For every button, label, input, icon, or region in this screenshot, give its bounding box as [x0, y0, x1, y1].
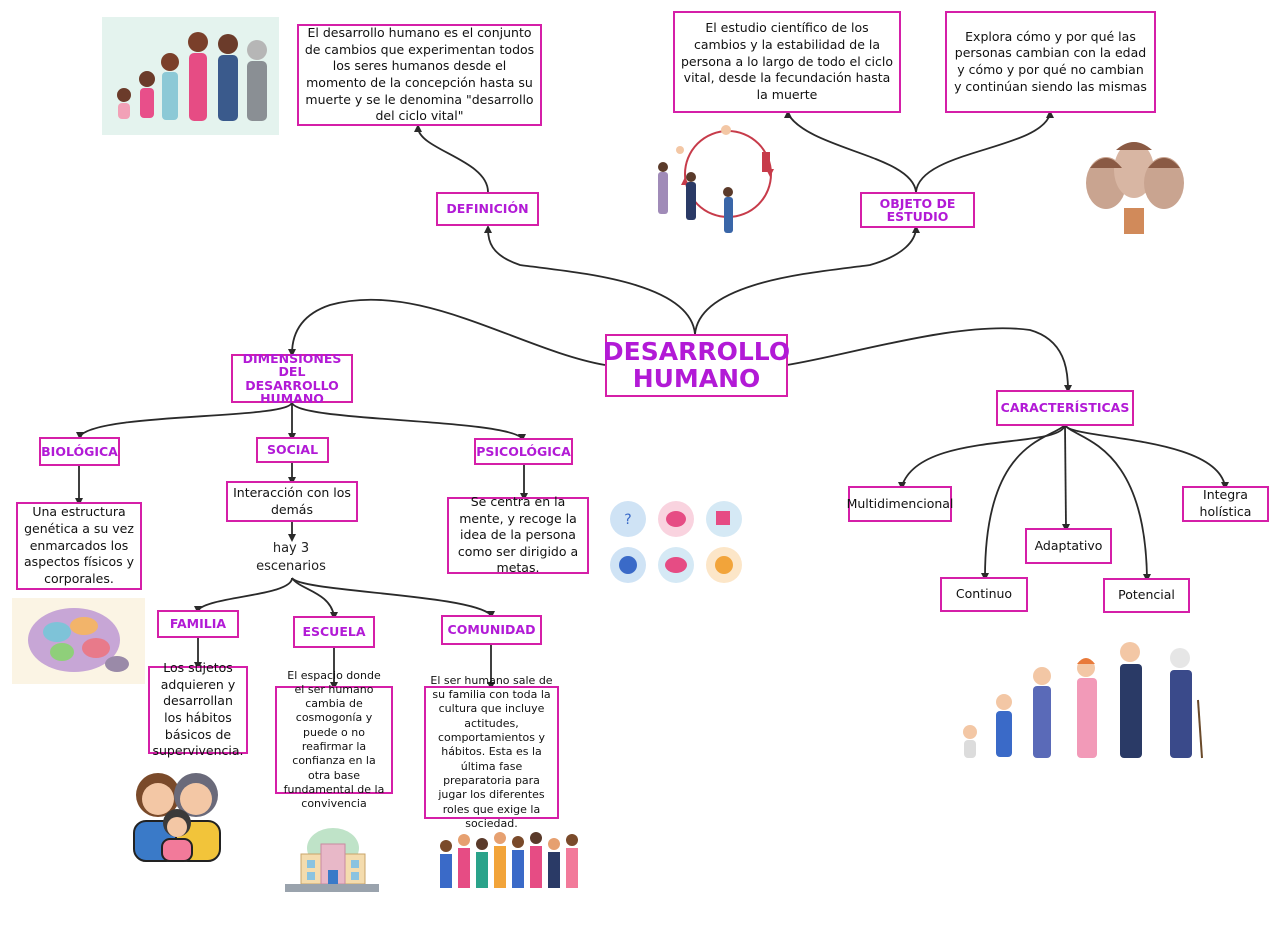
caracteristica-label: Integra holística — [1199, 487, 1252, 519]
caracteristica-label: Multidimencional — [846, 495, 954, 511]
central-node: DESARROLLO HUMANO — [602, 334, 791, 397]
mind-icons-illustration: ? — [610, 501, 742, 583]
social-node: SOCIAL — [256, 437, 329, 463]
definicion-title: DEFINICIÓN — [446, 201, 529, 217]
objeto-text-left-box: El estudio científico de los cambios y l… — [673, 11, 901, 113]
biologica-text: Una estructura genética a su vez enmarca… — [24, 504, 134, 586]
psicologica-title: PSICOLÓGICA — [476, 443, 571, 459]
objeto-text-right: Explora cómo y por qué las personas camb… — [954, 28, 1147, 94]
faces-illustration — [1086, 142, 1184, 234]
biologica-title: BIOLÓGICA — [41, 443, 118, 459]
objeto-title: OBJETO DE ESTUDIO — [879, 195, 956, 224]
central-title: DESARROLLO HUMANO — [602, 337, 791, 393]
caracteristica-item: Multidimencional — [846, 486, 954, 522]
caracteristicas-title: CARACTERÍSTICAS — [1000, 400, 1130, 416]
escuela-text: El espacio donde el ser humano cambia de… — [283, 668, 385, 811]
definicion-text-box: El desarrollo humano es el conjunto de c… — [297, 24, 542, 126]
definicion-node: DEFINICIÓN — [436, 192, 539, 226]
comunidad-node: COMUNIDAD — [441, 615, 542, 645]
aging-illustration — [963, 642, 1203, 759]
community-illustration — [440, 832, 578, 888]
definicion-text: El desarrollo humano es el conjunto de c… — [304, 25, 535, 124]
caracteristica-label: Potencial — [1118, 587, 1175, 603]
objeto-text-right-box: Explora cómo y por qué las personas camb… — [945, 11, 1156, 113]
familia-node: FAMILIA — [157, 610, 239, 638]
objeto-text-left: El estudio científico de los cambios y l… — [681, 20, 893, 102]
school-icon — [285, 828, 379, 892]
caracteristica-item: Adaptativo — [1025, 528, 1112, 564]
caracteristica-label: Adaptativo — [1034, 537, 1103, 553]
dimensiones-node: DIMENSIONES DEL DESARROLLO HUMANO — [231, 351, 353, 406]
svg-text:?: ? — [624, 512, 631, 528]
comunidad-text: El ser humano sale de su familia con tod… — [430, 673, 553, 830]
caracteristica-item: Potencial — [1103, 578, 1190, 613]
escuela-title: ESCUELA — [302, 624, 366, 640]
caracteristica-item: Integra holística — [1182, 486, 1269, 522]
social-title: SOCIAL — [266, 442, 319, 458]
caracteristica-label: Continuo — [955, 586, 1013, 602]
biologica-node: BIOLÓGICA — [39, 437, 120, 466]
brain-illustration — [12, 598, 145, 684]
family-icon — [133, 773, 221, 862]
comunidad-title: COMUNIDAD — [447, 622, 536, 638]
objeto-node: OBJETO DE ESTUDIO — [860, 192, 975, 228]
psicologica-text: Se centra en la mente, y recoge la idea … — [457, 493, 579, 576]
caracteristica-item: Continuo — [940, 577, 1028, 612]
dimensiones-title: DIMENSIONES DEL DESARROLLO HUMANO — [242, 351, 342, 406]
social-text: Interacción con los demás — [233, 484, 351, 517]
escenarios-label: hay 3 escenarios — [256, 541, 326, 575]
social-text-box: Interacción con los demás — [226, 481, 358, 522]
caracteristicas-node: CARACTERÍSTICAS — [996, 390, 1134, 426]
familia-text-box: Los sujetos adquieren y desarrollan los … — [148, 660, 248, 758]
comunidad-text-box: El ser humano sale de su familia con tod… — [424, 674, 559, 830]
escuela-text-box: El espacio donde el ser humano cambia de… — [275, 669, 393, 810]
psicologica-text-box: Se centra en la mente, y recoge la idea … — [447, 493, 589, 576]
psicologica-node: PSICOLÓGICA — [474, 438, 573, 465]
escuela-node: ESCUELA — [293, 616, 375, 648]
life-cycle-illustration — [658, 125, 774, 233]
family-growth-illustration — [102, 17, 279, 135]
familia-title: FAMILIA — [169, 616, 227, 632]
biologica-text-box: Una estructura genética a su vez enmarca… — [16, 502, 142, 590]
familia-text: Los sujetos adquieren y desarrollan los … — [152, 660, 244, 759]
